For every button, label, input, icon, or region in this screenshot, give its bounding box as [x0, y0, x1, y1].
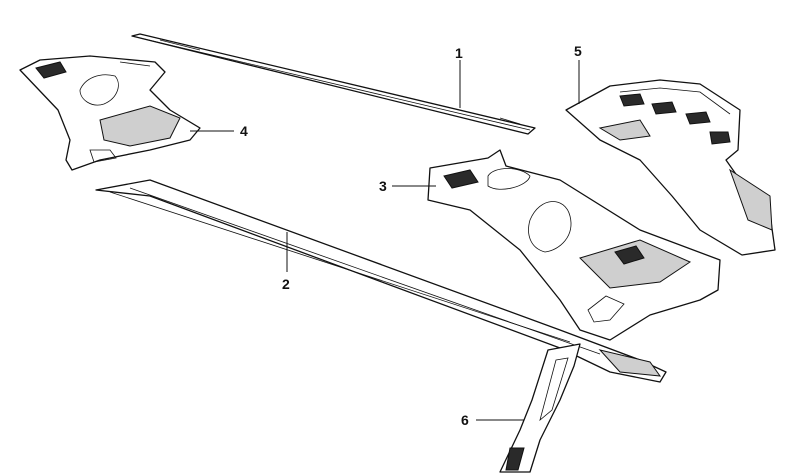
- part-4-left-panel: [19, 55, 201, 171]
- part-3-side-panel: [427, 149, 721, 341]
- callout-1: 1: [455, 45, 463, 108]
- callout-3: 3: [379, 178, 436, 194]
- part-1-roof-strip: [131, 33, 536, 135]
- part-5-rear-shelf: [565, 79, 776, 256]
- callout-label-1: 1: [455, 45, 463, 61]
- part-6-pillar: [499, 343, 581, 473]
- part-2-lower-rail: [95, 179, 667, 383]
- callout-2: 2: [282, 232, 290, 292]
- callout-label-3: 3: [379, 178, 387, 194]
- callout-label-4: 4: [240, 123, 248, 139]
- callout-label-5: 5: [574, 43, 582, 59]
- callout-6: 6: [461, 412, 524, 428]
- callout-label-2: 2: [282, 276, 290, 292]
- callout-5: 5: [574, 43, 582, 104]
- callout-4: 4: [190, 123, 248, 139]
- callout-label-6: 6: [461, 412, 469, 428]
